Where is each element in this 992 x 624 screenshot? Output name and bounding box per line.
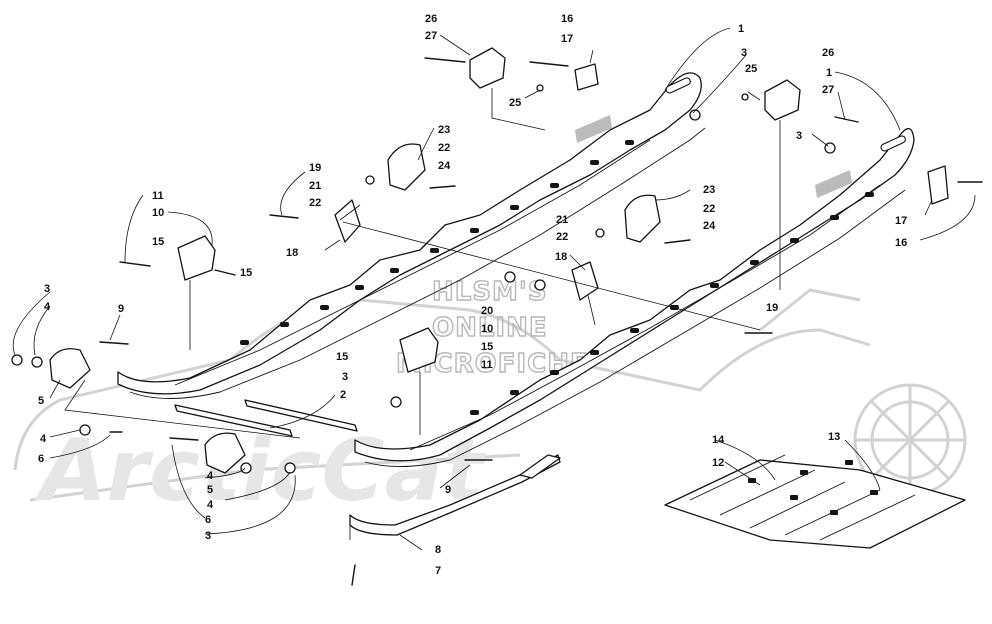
watermark-line-1: HLSM'S — [432, 277, 548, 307]
callout-16-right: 16 — [895, 237, 907, 249]
callout-4-lower-b: 4 — [207, 499, 214, 511]
bracket-17-left — [574, 63, 599, 91]
lower-slide — [349, 454, 561, 536]
callout-5-lower: 5 — [207, 484, 213, 496]
bracket-18-left — [334, 199, 361, 243]
callout-1-right: 1 — [826, 67, 832, 79]
callout-26-right: 26 — [822, 47, 834, 59]
bracket-26-left — [469, 47, 506, 89]
callout-14: 14 — [712, 434, 725, 446]
callout-19-right: 19 — [766, 302, 778, 314]
callout-25-upper: 25 — [509, 97, 521, 109]
callout-23-right: 23 — [703, 184, 715, 196]
callout-27-upper: 27 — [425, 30, 437, 42]
callout-15-upper-right: 15 — [240, 267, 252, 279]
callout-2: 2 — [340, 389, 346, 401]
callout-7: 7 — [435, 565, 441, 577]
callout-8: 8 — [435, 544, 441, 556]
bracket-17-right — [927, 165, 949, 205]
bracket-18-right — [571, 261, 599, 301]
callout-labels: 1 1 2 3 3 3 3 3 4 4 4 4 5 5 6 6 7 8 9 9 … — [38, 13, 907, 577]
left-rail-slots — [240, 140, 634, 345]
callout-24-left: 24 — [438, 160, 451, 172]
callout-3-front-upper: 3 — [44, 283, 50, 295]
callout-13: 13 — [828, 431, 840, 443]
bumper-5-lower — [204, 432, 246, 474]
bracket-26-right — [764, 79, 801, 121]
watermark-line-2: ONLINE — [432, 313, 548, 343]
callout-18-left: 18 — [286, 247, 298, 259]
bumper-5-upper — [49, 348, 91, 389]
callout-9-upper: 9 — [118, 303, 124, 315]
hardware — [11, 47, 983, 586]
bracket-10-right — [399, 327, 439, 373]
callout-3-rail-right: 3 — [796, 130, 802, 142]
callout-3-lower: 3 — [342, 371, 348, 383]
track-lugs — [748, 460, 878, 515]
callout-15-center-right: 15 — [481, 341, 493, 353]
right-slide-rail — [354, 128, 915, 467]
callout-23-left: 23 — [438, 124, 450, 136]
callout-22-upper-right: 22 — [438, 142, 450, 154]
callout-24-right: 24 — [703, 220, 716, 232]
mount-23-right — [624, 194, 661, 243]
callout-27-right: 27 — [822, 84, 834, 96]
mount-23-left — [387, 143, 426, 191]
callout-4-upper: 4 — [44, 301, 51, 313]
callout-5-upper: 5 — [38, 395, 44, 407]
callout-10-upper: 10 — [152, 207, 164, 219]
callout-1-upper: 1 — [738, 23, 744, 35]
callout-6-upper: 6 — [38, 453, 44, 465]
track-section — [664, 454, 966, 549]
callout-4-mid: 4 — [40, 433, 47, 445]
callout-3-rail-left: 3 — [741, 47, 747, 59]
callout-12: 12 — [712, 457, 724, 469]
callout-18-right: 18 — [555, 251, 567, 263]
callout-6-lower: 6 — [205, 514, 211, 526]
callout-11-center: 11 — [481, 359, 493, 371]
callout-22-right-b: 22 — [703, 203, 715, 215]
callout-21-right: 21 — [556, 214, 568, 226]
watermark: ArcticCat HLSM'S ONLINE MICROFICHE — [13, 276, 967, 521]
callout-17-upper: 17 — [561, 33, 573, 45]
callout-11-upper: 11 — [152, 190, 164, 202]
bracket-10-left — [177, 235, 216, 281]
callout-3-bottom: 3 — [205, 530, 211, 542]
callout-19-left: 19 — [309, 162, 321, 174]
callout-4-lower-a: 4 — [207, 470, 214, 482]
callout-22-left: 22 — [309, 197, 321, 209]
callout-15-center-left: 15 — [336, 351, 348, 363]
watermark-logo-text: ArcticCat — [34, 421, 487, 521]
callout-21-left: 21 — [309, 180, 321, 192]
watermark-snowmobile — [13, 288, 967, 502]
callout-20: 20 — [481, 305, 493, 317]
leader-lines — [12, 27, 976, 551]
callout-26-upper: 26 — [425, 13, 437, 25]
callout-9-lower: 9 — [445, 484, 451, 496]
wear-strips — [174, 399, 358, 437]
callout-17-right: 17 — [895, 215, 907, 227]
callout-25-right: 25 — [745, 63, 757, 75]
callout-16-upper: 16 — [561, 13, 573, 25]
callout-15-upper-left: 15 — [152, 236, 164, 248]
right-rail-slots — [470, 192, 874, 415]
left-slide-rail — [117, 72, 706, 399]
callout-10-center: 10 — [481, 323, 493, 335]
callout-22-right-a: 22 — [556, 231, 568, 243]
